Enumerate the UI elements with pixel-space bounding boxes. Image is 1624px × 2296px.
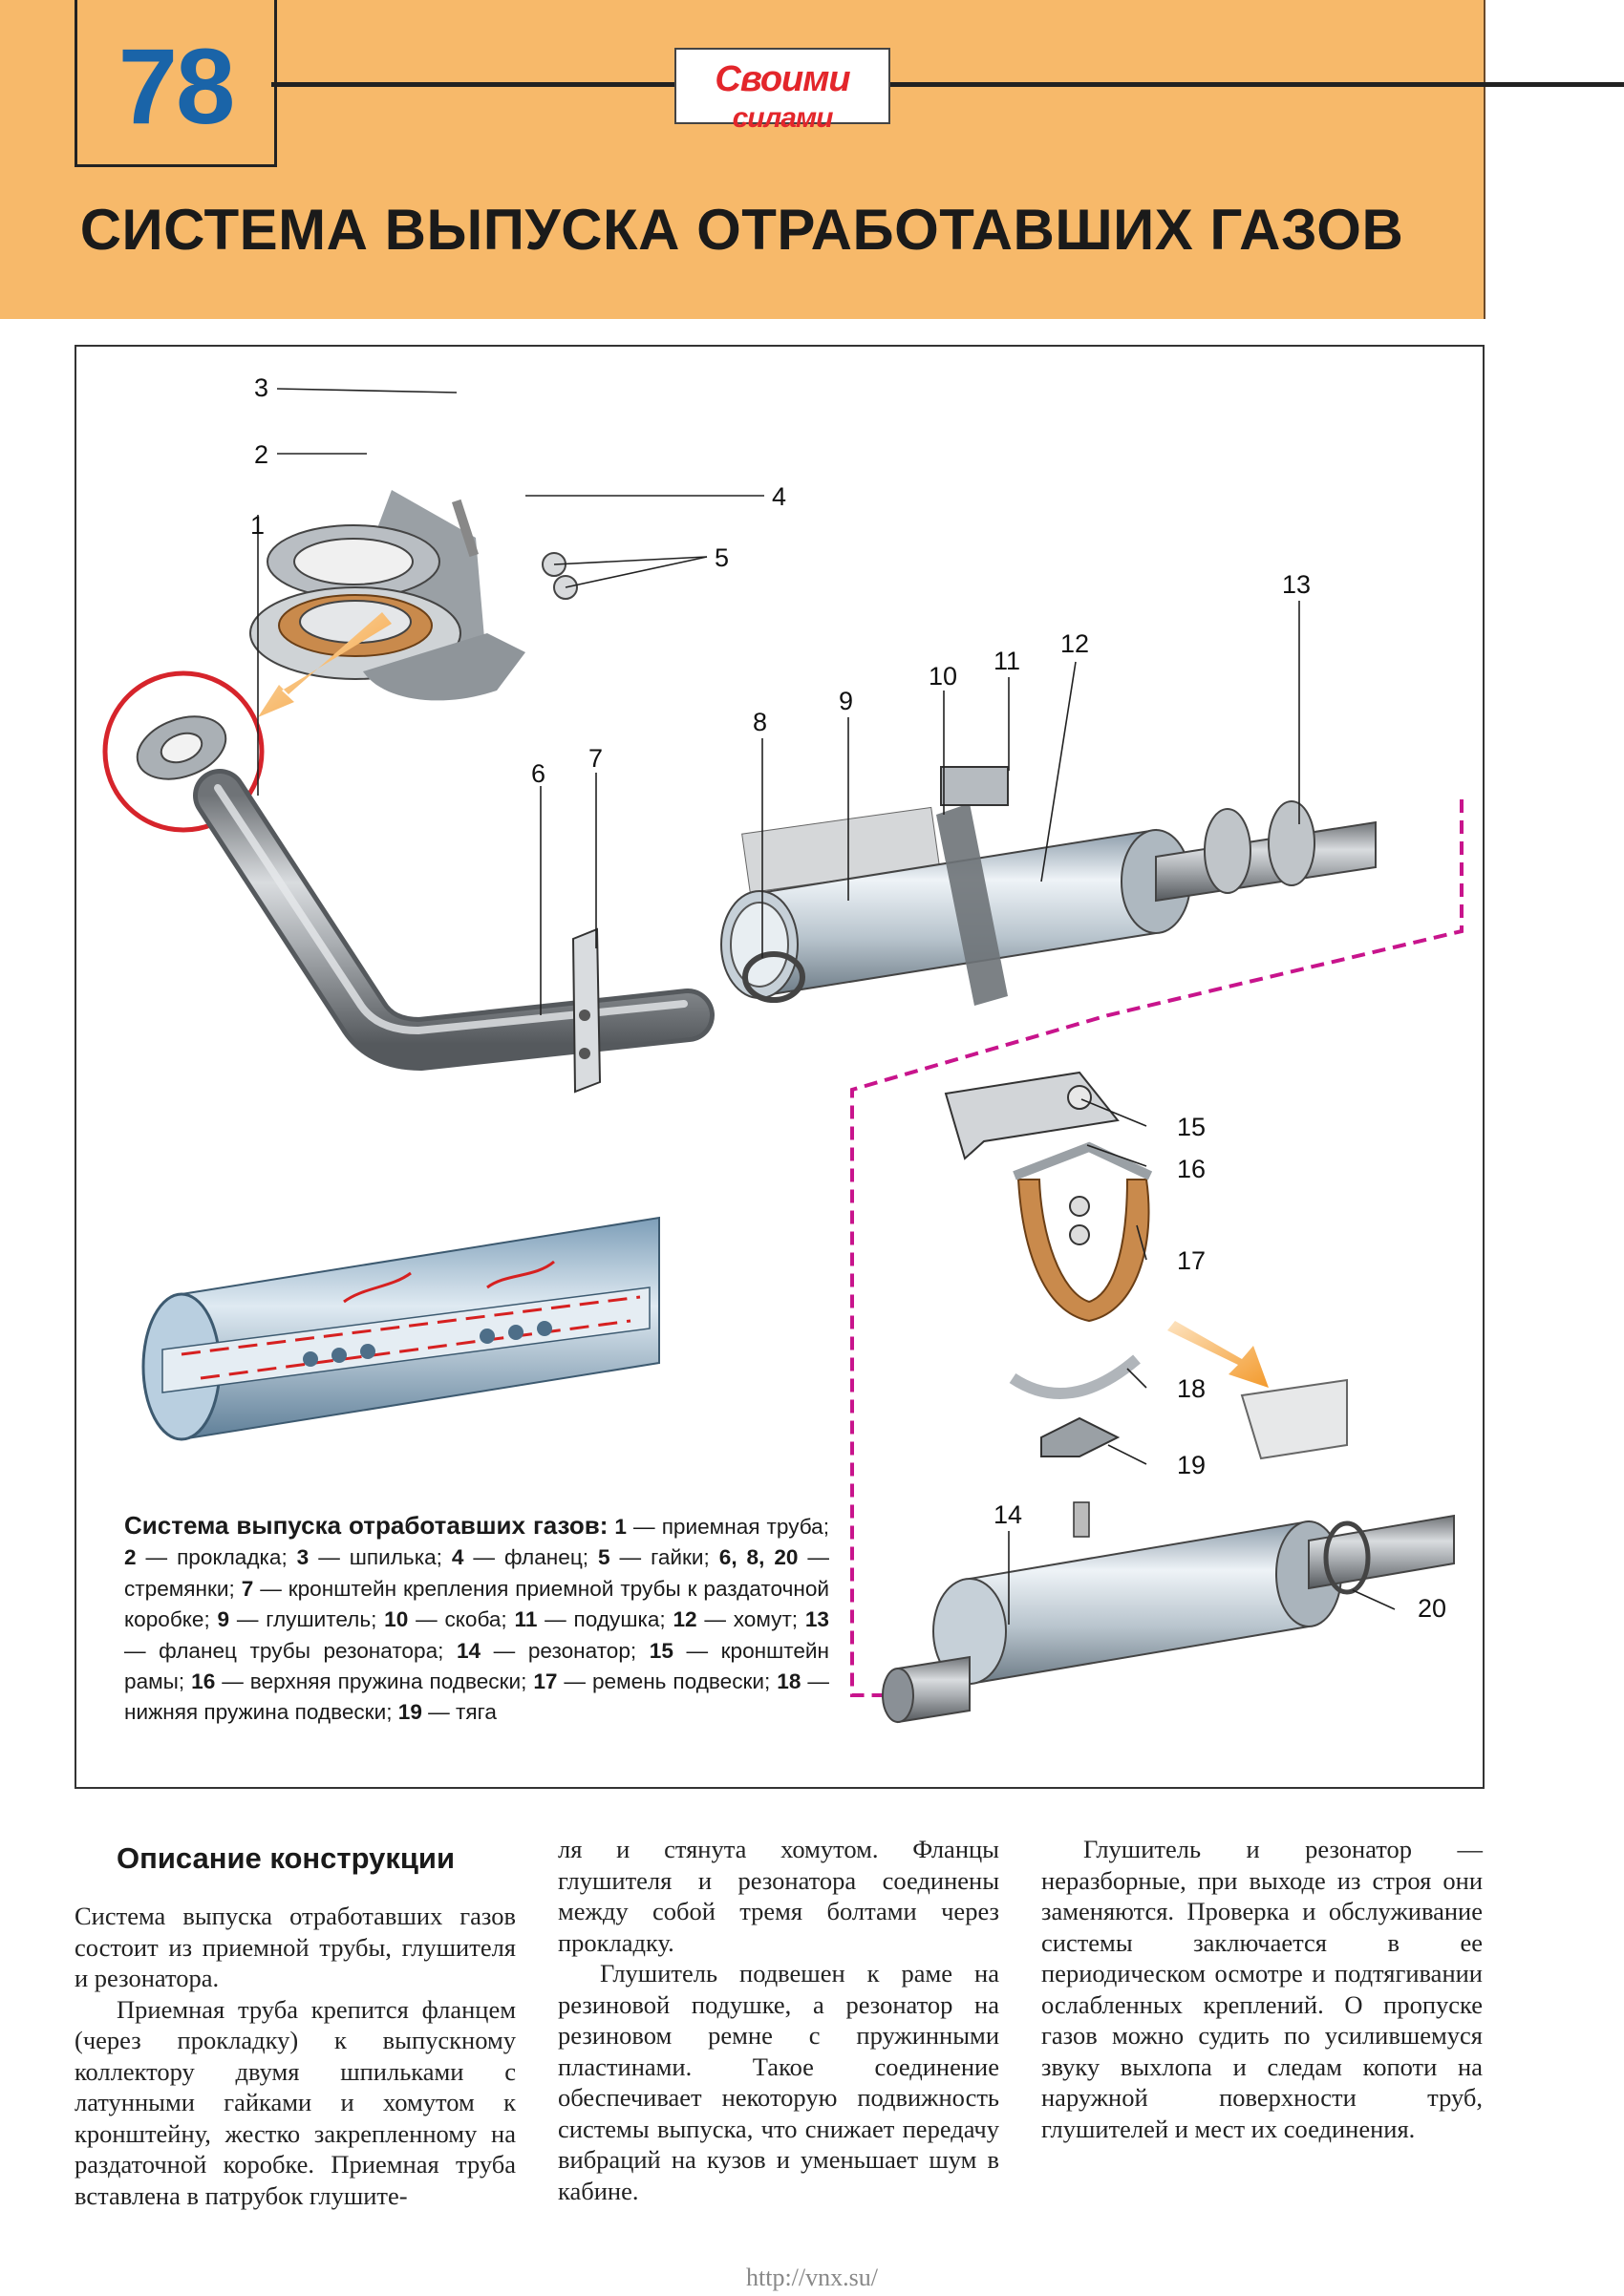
caption-item-text: — хомут;	[696, 1607, 799, 1632]
logo-line-2: силами	[732, 102, 834, 134]
muffler	[720, 766, 1377, 1006]
exhaust-system-figure: 3 2 1 4 5 6 7 8 9 10 11 12 13 14 15 16 1…	[75, 345, 1485, 1789]
caption-item-number: 15	[636, 1638, 673, 1663]
page-number: 78	[118, 27, 236, 146]
callout-10: 10	[929, 662, 957, 691]
caption-item-number: 11	[506, 1607, 538, 1632]
caption-item-text: — нижняя пружина подвески;	[124, 1669, 829, 1725]
callout-3: 3	[254, 373, 268, 402]
callout-4: 4	[772, 482, 786, 511]
caption-item-text: — прокладка;	[136, 1545, 288, 1570]
caption-item-text: — глушитель;	[229, 1607, 377, 1632]
callout-13: 13	[1282, 570, 1311, 599]
caption-item-number: 10	[376, 1607, 409, 1632]
footer-url[interactable]: http://vnx.su/	[746, 2264, 878, 2291]
caption-item-text: — гайки;	[609, 1545, 710, 1570]
figure-caption: Система выпуска отработавших газов: 1 — …	[124, 1510, 829, 1729]
text-column-2: ля и стянута хомутом. Фланцы глушителя и…	[558, 1834, 999, 2206]
leader-lines	[257, 388, 1396, 1625]
caption-item-number: 17	[526, 1669, 558, 1694]
resonator-suspension	[944, 1071, 1153, 1538]
caption-item-number: 5	[588, 1545, 610, 1570]
caption-item-text: — фланец трубы резонатора;	[124, 1638, 444, 1663]
callout-1: 1	[250, 511, 265, 540]
caption-item-text: — скоба;	[408, 1607, 507, 1632]
caption-title: Система выпуска отработавших газов:	[124, 1511, 609, 1540]
section-title: Описание конструкции	[117, 1841, 456, 1875]
assembly-arrow-icon	[1167, 1321, 1269, 1388]
callout-12: 12	[1060, 629, 1089, 658]
assembly-arrow-icon	[258, 612, 392, 717]
manifold-flange-assembly	[249, 490, 578, 701]
caption-item-number: 1	[614, 1515, 627, 1539]
callout-circle	[102, 670, 265, 833]
callout-17: 17	[1177, 1246, 1206, 1275]
paragraph: Приемная труба крепится фланцем (через п…	[75, 1994, 516, 2210]
caption-item-number: 6, 8, 20	[709, 1545, 799, 1570]
callout-19: 19	[1177, 1451, 1206, 1479]
callout-6: 6	[531, 759, 545, 788]
callout-18: 18	[1177, 1374, 1206, 1403]
intake-flange	[136, 715, 227, 780]
brand-logo: Своими силами	[674, 48, 890, 134]
caption-item-text: — фланец;	[463, 1545, 589, 1570]
caption-item-number: 3	[287, 1545, 310, 1570]
callout-9: 9	[839, 687, 853, 715]
paragraph: Глушитель подвешен к раме на резиновой п…	[558, 1959, 999, 2205]
callout-11: 11	[994, 647, 1020, 675]
callout-5: 5	[715, 543, 729, 572]
caption-items: 1 — приемная труба; 2 — прокладка; 3 — ш…	[124, 1515, 829, 1724]
callout-8: 8	[753, 708, 767, 736]
exhaust-diagram: 3 2 1 4 5 6 7 8 9 10 11 12 13 14 15 16 1…	[102, 373, 1464, 1724]
page-title: СИСТЕМА ВЫПУСКА ОТРАБОТАВШИХ ГАЗОВ	[79, 198, 1404, 262]
paragraph: Система выпуска отработавших газов состо…	[75, 1902, 516, 1992]
caption-item-number: 4	[441, 1545, 464, 1570]
caption-item-number: 14	[443, 1638, 481, 1663]
caption-item-number: 13	[798, 1607, 829, 1632]
resonator-cutaway	[141, 1216, 660, 1441]
callout-numbers: 3 2 1 4 5 6 7 8 9 10 11 12 13 14 15 16 1…	[250, 373, 1446, 1623]
caption-item-text: — ремень подвески;	[557, 1669, 771, 1694]
logo-line-1: Своими	[715, 59, 850, 99]
caption-item-number: 7	[234, 1576, 254, 1601]
resonator	[882, 1514, 1455, 1724]
callout-15: 15	[1177, 1113, 1206, 1141]
caption-item-text: — резонатор;	[481, 1638, 637, 1663]
caption-item-text: — приемная труба;	[627, 1515, 830, 1539]
text-column-1: Система выпуска отработавших газов состо…	[75, 1901, 516, 2211]
caption-item-number: 19	[392, 1700, 422, 1725]
caption-item-text: — тяга	[421, 1700, 497, 1725]
caption-item-text: — кронштейн крепления приемной трубы к р…	[124, 1576, 830, 1632]
caption-item-text: — кронштейн рамы;	[124, 1638, 829, 1694]
page-number-box: 78	[75, 0, 277, 167]
caption-item-number: 2	[124, 1545, 137, 1570]
callout-16: 16	[1177, 1155, 1206, 1183]
caption-item-number: 18	[770, 1669, 801, 1694]
paragraph: Глушитель и резонатор — неразборные, при…	[1041, 1835, 1483, 2143]
caption-item-number: 16	[184, 1669, 216, 1694]
header-rule	[271, 82, 1624, 87]
caption-item-number: 9	[209, 1607, 230, 1632]
caption-item-number: 12	[665, 1607, 697, 1632]
connection-line	[850, 799, 1464, 1697]
text-column-3: Глушитель и резонатор — неразборные, при…	[1041, 1834, 1483, 2144]
frame-bracket	[1240, 1378, 1348, 1460]
caption-item-text: — стремянки;	[124, 1545, 830, 1601]
callout-20: 20	[1418, 1594, 1446, 1623]
callout-14: 14	[994, 1500, 1022, 1529]
caption-item-text: — верхняя пружина подвески;	[215, 1669, 527, 1694]
callout-2: 2	[254, 440, 268, 469]
callout-7: 7	[588, 744, 603, 773]
paragraph: ля и стянута хомутом. Фланцы глушителя и…	[558, 1835, 999, 1957]
caption-item-text: — шпилька;	[309, 1545, 442, 1570]
caption-item-text: — подушка;	[537, 1607, 666, 1632]
muffler-clamp	[742, 951, 805, 1003]
